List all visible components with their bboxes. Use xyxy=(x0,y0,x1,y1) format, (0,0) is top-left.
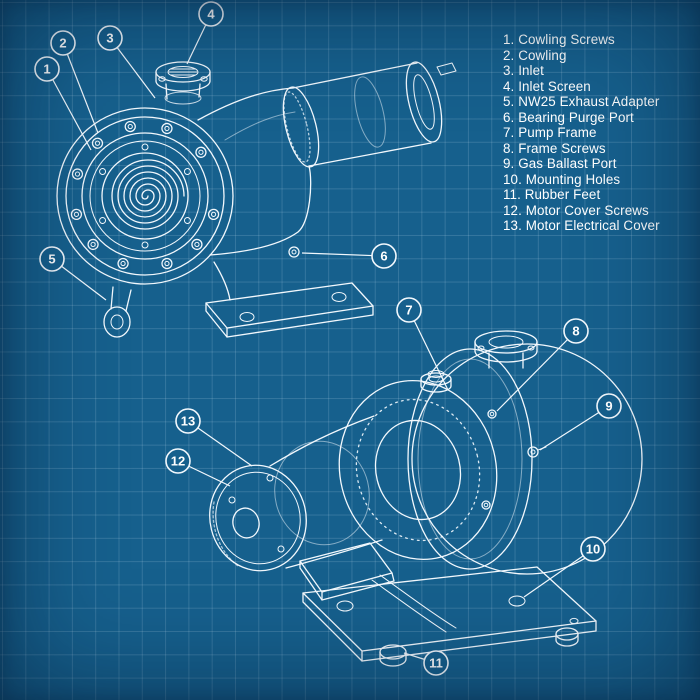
callout-9: 9 xyxy=(596,393,622,419)
frame-screw xyxy=(481,500,491,510)
callout-2: 2 xyxy=(50,30,76,56)
svg-text:1: 1 xyxy=(43,62,50,77)
svg-text:2: 2 xyxy=(59,36,66,51)
mounting-base-front xyxy=(205,282,374,338)
pump-housing-dome xyxy=(407,330,643,575)
legend-item: 2. Cowling xyxy=(503,47,567,63)
svg-text:3: 3 xyxy=(106,31,113,46)
leader-line xyxy=(62,42,99,134)
legend-item: 12. Motor Cover Screws xyxy=(503,202,649,218)
callout-12: 12 xyxy=(165,448,191,474)
legend-item: 13. Motor Electrical Cover xyxy=(503,218,660,233)
leader-line xyxy=(496,330,577,412)
leader-line xyxy=(187,420,253,467)
legend-item: 5. NW25 Exhaust Adapter xyxy=(503,94,660,109)
svg-text:5: 5 xyxy=(48,252,55,267)
callout-3: 3 xyxy=(97,25,123,51)
callout-1: 1 xyxy=(34,56,60,82)
svg-text:10: 10 xyxy=(586,542,600,557)
svg-text:11: 11 xyxy=(429,656,443,671)
callout-4: 4 xyxy=(198,1,224,27)
leader-line xyxy=(46,68,92,151)
legend-item: 7. Pump Frame xyxy=(503,125,597,140)
leader-line xyxy=(523,548,594,598)
callout-6: 6 xyxy=(371,243,397,269)
svg-text:7: 7 xyxy=(405,303,412,318)
bearing-purge-port xyxy=(288,246,300,258)
pump-body-and-motor xyxy=(197,61,457,301)
motor-cover-screws xyxy=(228,474,285,553)
pump-front-view xyxy=(56,61,457,338)
motor xyxy=(209,415,457,633)
mounting-hole xyxy=(508,595,526,607)
svg-text:6: 6 xyxy=(380,249,387,264)
cooling-fins xyxy=(338,380,498,560)
mounting-hole xyxy=(336,600,354,612)
scroll-spiral xyxy=(112,160,184,229)
callout-5: 5 xyxy=(39,246,65,272)
parts-legend: 1. Cowling Screws 2. Cowling 3. Inlet 4.… xyxy=(503,32,695,234)
rubber-foot xyxy=(555,627,579,647)
frame-screw xyxy=(487,409,497,419)
cowling xyxy=(56,107,234,285)
callout-7: 7 xyxy=(396,297,422,323)
svg-text:12: 12 xyxy=(171,454,185,469)
cowling-screws xyxy=(70,120,220,270)
svg-text:8: 8 xyxy=(572,324,579,339)
svg-text:9: 9 xyxy=(605,399,612,414)
legend-item: 4. Inlet Screen xyxy=(503,78,591,94)
mounting-base-rear xyxy=(302,566,597,667)
callouts: 1 2 3 4 5 6 7 8 9 10 11 12 13 xyxy=(34,1,622,676)
legend-item: 8. Frame Screws xyxy=(503,140,606,156)
exhaust-foot xyxy=(103,286,132,338)
callout-11: 11 xyxy=(423,650,449,676)
legend-item: 6. Bearing Purge Port xyxy=(503,109,634,125)
callout-8: 8 xyxy=(563,318,589,344)
inlet-assembly xyxy=(155,61,211,105)
svg-text:4: 4 xyxy=(207,7,215,22)
leader-line xyxy=(408,309,449,391)
legend-item: 1. Cowling Screws xyxy=(503,32,615,47)
leader-line xyxy=(539,405,610,451)
svg-text:13: 13 xyxy=(181,414,195,429)
callout-10: 10 xyxy=(580,536,606,562)
legend-item: 10. Mounting Holes xyxy=(503,171,621,187)
leader-line xyxy=(301,252,385,257)
callout-13: 13 xyxy=(175,408,201,434)
legend-item: 11. Rubber Feet xyxy=(503,187,601,202)
legend-item: 3. Inlet xyxy=(503,63,544,78)
motor-electrical-cover xyxy=(299,542,457,633)
pump-rear-view xyxy=(209,330,643,667)
inlet-flange-top xyxy=(474,330,538,369)
legend-item: 9. Gas Ballast Port xyxy=(503,156,617,171)
